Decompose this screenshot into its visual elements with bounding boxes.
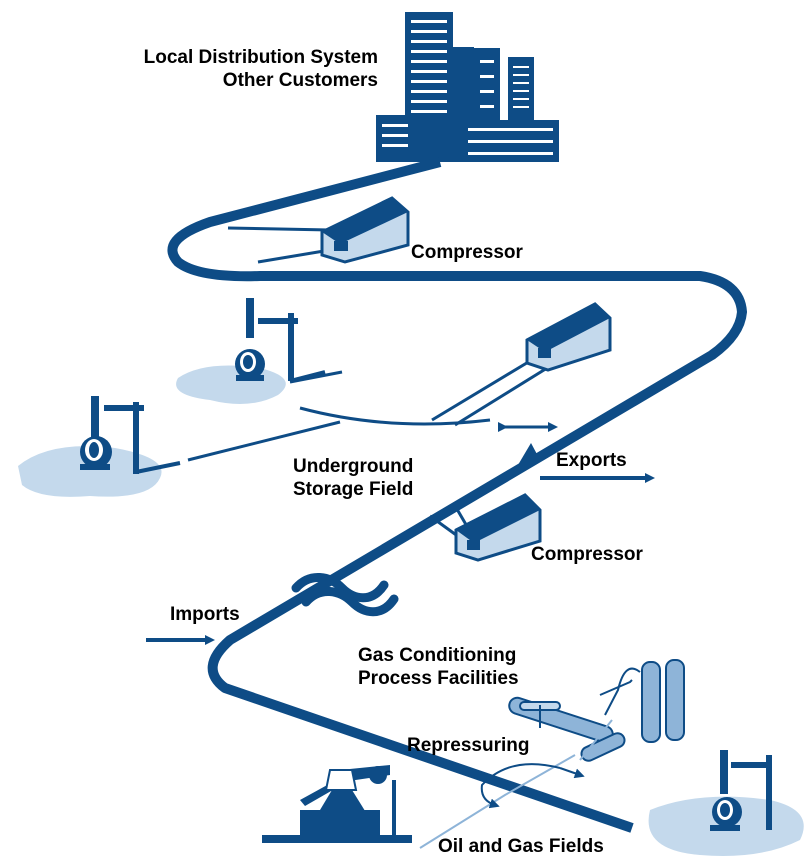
field-well-icon bbox=[648, 750, 804, 856]
compressor-top-connector bbox=[227, 226, 331, 264]
label-underground-storage-line1: Underground bbox=[293, 456, 414, 477]
label-repressuring: Repressuring bbox=[407, 735, 530, 756]
storage-well-lower-icon bbox=[18, 396, 181, 497]
gas-conditioning-facility-icon bbox=[508, 659, 685, 762]
repressuring-lines bbox=[419, 719, 613, 849]
oil-pump-jack-icon bbox=[262, 765, 412, 843]
city-buildings-icon bbox=[376, 12, 559, 162]
label-compressor-middle: Compressor bbox=[531, 544, 643, 565]
label-oil-gas-fields: Oil and Gas Fields bbox=[438, 836, 604, 857]
compressor-middle-icon bbox=[454, 493, 542, 562]
label-local-distribution-line2: Other Customers bbox=[222, 70, 378, 91]
label-underground-storage-line2: Storage Field bbox=[293, 479, 414, 500]
label-compressor-top: Compressor bbox=[411, 242, 523, 263]
label-gas-conditioning-line1: Gas Conditioning bbox=[358, 645, 517, 666]
flow-direction-arrow bbox=[515, 443, 539, 470]
compressor-top-icon bbox=[320, 196, 410, 264]
storage-compressor-connector bbox=[431, 353, 553, 427]
storage-field-arc bbox=[299, 406, 491, 426]
label-local-distribution: Local Distribution System Other Customer… bbox=[80, 46, 378, 92]
repressuring-arrow-right bbox=[559, 767, 585, 779]
pipeline-break-icon bbox=[291, 573, 399, 617]
compressor-storage-icon bbox=[525, 302, 612, 372]
label-exports: Exports bbox=[556, 450, 627, 471]
label-underground-storage: Underground Storage Field bbox=[293, 455, 413, 501]
main-pipeline bbox=[167, 157, 747, 833]
label-gas-conditioning: Gas Conditioning Process Facilities bbox=[358, 644, 519, 690]
storage-line-left bbox=[187, 420, 341, 462]
label-gas-conditioning-line2: Process Facilities bbox=[358, 668, 519, 689]
label-local-distribution-line1: Local Distribution System bbox=[143, 47, 378, 68]
repressuring-arrow bbox=[480, 763, 561, 809]
label-imports: Imports bbox=[170, 604, 240, 625]
storage-well-upper-icon bbox=[176, 298, 326, 404]
